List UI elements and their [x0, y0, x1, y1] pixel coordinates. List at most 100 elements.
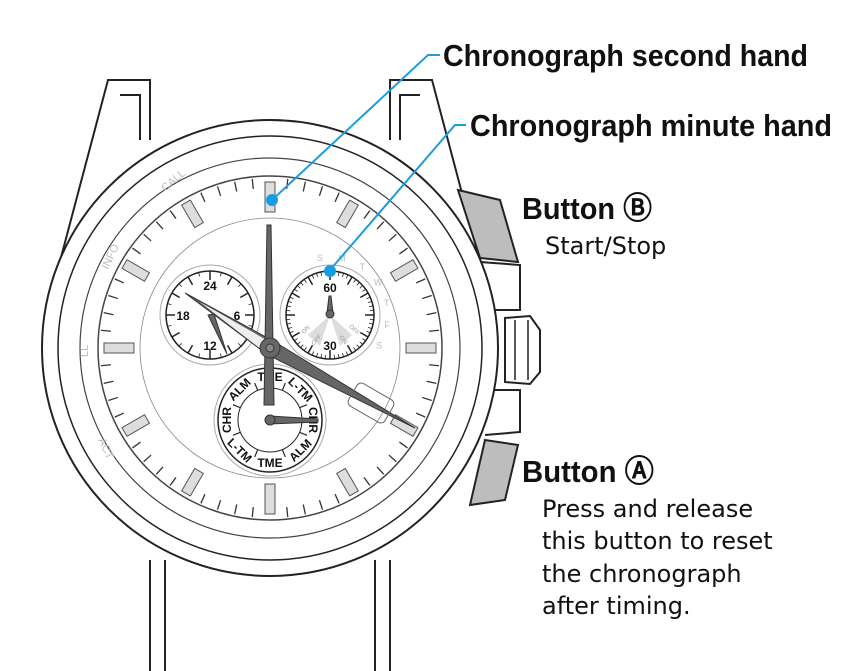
subdial-tick	[359, 292, 369, 299]
hour-marker	[180, 467, 205, 497]
minute-tick	[234, 504, 238, 515]
minute-tick	[251, 507, 254, 518]
mode-tick	[281, 382, 286, 391]
subdial-tick	[198, 272, 201, 277]
minute-tick	[415, 278, 426, 284]
subdial-tick	[297, 341, 301, 345]
subdial-tick	[300, 344, 304, 348]
subdial-tick	[248, 303, 253, 306]
subdial-tick	[341, 273, 344, 278]
subdial-tick	[362, 288, 366, 292]
subdial-tick	[286, 305, 291, 308]
subdial-tick	[248, 324, 253, 327]
minute-tick	[415, 412, 426, 418]
minute-tick	[103, 380, 114, 384]
subdial-tick	[345, 351, 349, 356]
minute-tick	[302, 181, 306, 192]
subdial-tick	[167, 324, 172, 327]
crown[interactable]	[504, 314, 541, 386]
subdial-tick	[294, 338, 298, 342]
weekday-label: S	[317, 253, 323, 263]
subdial-tick	[337, 271, 340, 276]
subdial-tick	[311, 274, 315, 279]
mode-tick	[232, 404, 241, 409]
hour-marker	[389, 258, 419, 283]
minute-tick	[363, 477, 371, 486]
minute-tick	[429, 329, 440, 332]
subdial-tick	[316, 273, 319, 278]
subdial-tick	[289, 296, 294, 300]
minute-tick	[421, 294, 432, 300]
subdial-tick	[353, 279, 357, 283]
minute-tick	[376, 221, 385, 230]
subdial-tick	[171, 331, 181, 338]
subdial-tick	[320, 271, 323, 276]
button-a-description-line: after timing.	[542, 592, 691, 620]
minute-tick	[143, 233, 152, 242]
hour-marker	[180, 199, 205, 229]
minute-tick	[286, 507, 289, 518]
minute-tick	[200, 192, 206, 203]
mode-tick	[299, 431, 308, 436]
subdial-tick	[369, 305, 374, 308]
subdial-tick	[359, 341, 363, 345]
button-b[interactable]	[456, 188, 520, 264]
subdial-tick	[303, 279, 307, 283]
button-a[interactable]	[468, 438, 520, 507]
minute-tick	[399, 247, 408, 255]
minute-tick	[114, 278, 125, 284]
subdial-tick	[291, 331, 301, 338]
subdial-tick	[198, 353, 201, 358]
subdial-tick	[238, 343, 242, 347]
minute-tick	[143, 454, 152, 463]
subdial-tick	[307, 344, 314, 354]
hour-marker	[335, 467, 360, 497]
subdial-number: 60	[323, 281, 337, 295]
minute-tick	[334, 192, 340, 203]
subdial-tick	[291, 292, 301, 299]
minute-tick	[388, 454, 397, 463]
hour-marker	[103, 342, 135, 354]
hour-marker	[121, 258, 151, 283]
subdial-tick	[367, 326, 372, 329]
callout-dot	[324, 265, 336, 277]
minute-tick	[302, 504, 306, 515]
subdial-tick	[178, 343, 182, 347]
label-chronograph-minute-hand: Chronograph minute hand	[470, 108, 832, 143]
subdial-tick	[311, 351, 315, 356]
subdial-tick	[171, 292, 181, 299]
minute-tick	[155, 221, 164, 230]
subdial-tick	[320, 354, 323, 359]
minute-tick	[426, 312, 437, 316]
minute-tick	[132, 441, 141, 449]
minute-tick	[318, 499, 324, 510]
subdial-tick	[346, 276, 353, 286]
weekday-label: T	[360, 262, 366, 272]
weekday-label: S	[376, 341, 382, 351]
mode-tick	[299, 404, 308, 409]
subdial-tick	[289, 330, 294, 334]
subdial-tick	[367, 301, 372, 304]
button-a-description-line: the chronograph	[542, 560, 742, 588]
mode-tick	[254, 449, 259, 458]
left-subdial-24h: 24 6 12 18	[159, 264, 261, 366]
subdial-tick	[307, 276, 314, 286]
subdial-tick	[337, 354, 340, 359]
minute-tick	[399, 441, 408, 449]
subdial-number: 18	[176, 309, 190, 323]
minute-tick	[169, 477, 177, 486]
minute-ticks	[100, 178, 440, 518]
onoff-label: ON	[301, 325, 312, 336]
date-window	[347, 382, 395, 424]
minute-tick	[103, 312, 114, 316]
minute-tick	[426, 380, 437, 384]
subdial-tick	[178, 283, 182, 287]
hour-marker	[264, 483, 276, 515]
subdial-tick	[167, 303, 172, 306]
subdial-number: 30	[323, 339, 337, 353]
mode-label: CHR	[220, 407, 234, 433]
subdial-number: 24	[203, 279, 217, 293]
button-a-description-line: this button to reset	[542, 527, 773, 555]
minute-tick	[169, 210, 177, 219]
